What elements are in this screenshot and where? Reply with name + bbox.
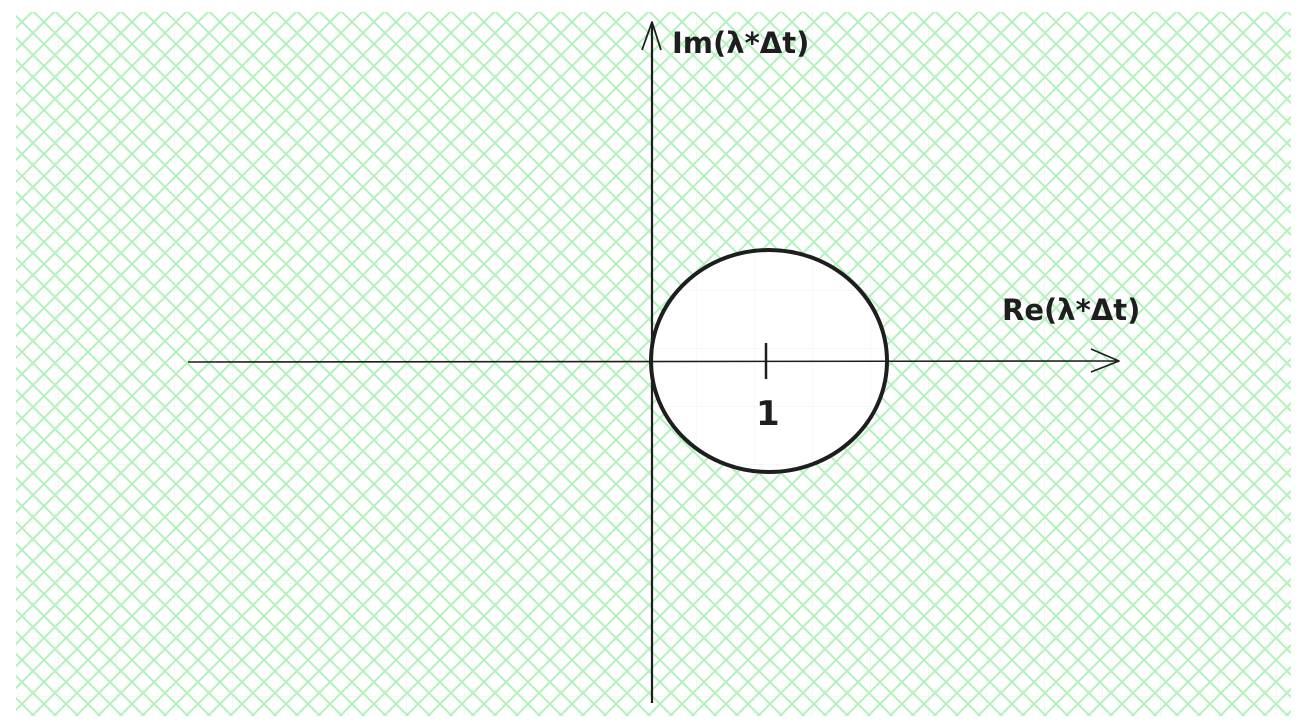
- x-axis-label: Re(λ*Δt): [1002, 293, 1140, 327]
- imaginary-axis-arrowhead: [641, 21, 662, 51]
- y-axis-label: Im(λ*Δt): [672, 26, 809, 60]
- real-axis-arrowhead: [1090, 348, 1120, 373]
- tick-label: 1: [756, 394, 780, 434]
